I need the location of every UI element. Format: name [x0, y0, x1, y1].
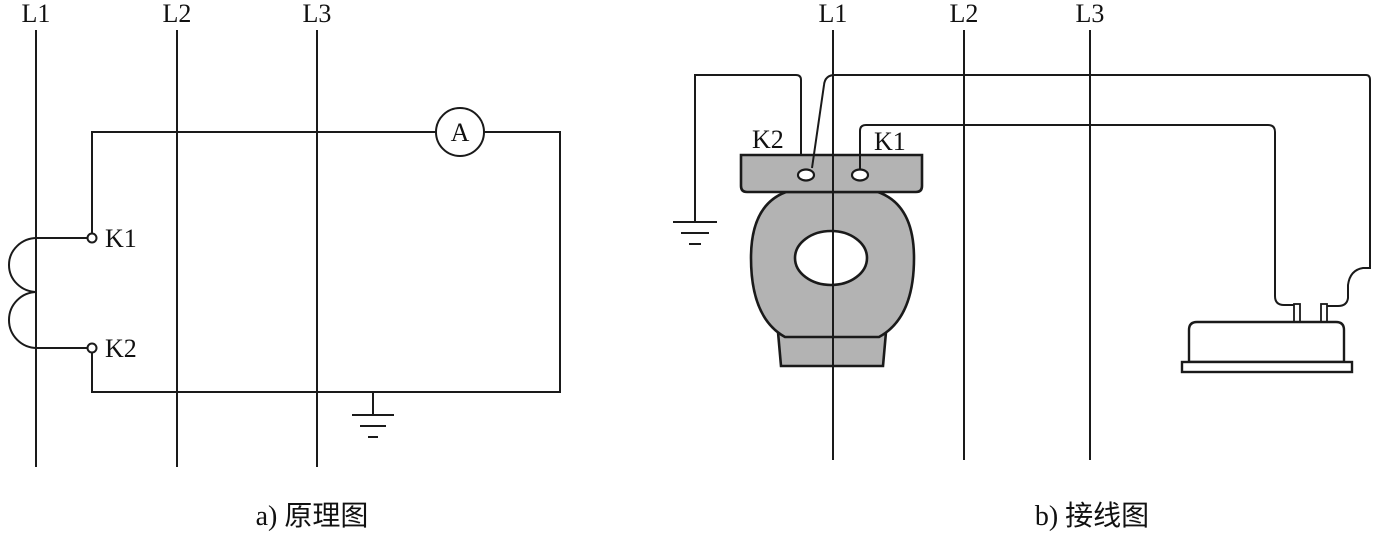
wiring-panel: L1 L2 L3 K2 K1 [673, 0, 1371, 532]
terminal-k2-dot [86, 342, 98, 354]
ct-secondary-coil [8, 237, 92, 349]
current-transformer [739, 153, 924, 368]
wire-k2-to-ground [694, 74, 802, 222]
terminal-k2-label-wiring: K2 [752, 125, 784, 154]
meter-base [1180, 360, 1354, 374]
ammeter-symbol [435, 107, 485, 157]
terminal-k2-label: K2 [105, 334, 137, 363]
caption-wiring: b) 接线图 [1035, 500, 1149, 532]
terminal-k1-dot [86, 232, 98, 244]
ground-symbol-wiring [673, 221, 717, 245]
ct-terminal-plate [739, 153, 924, 194]
terminal-k1-hole [850, 168, 870, 182]
ammeter-label: A [451, 118, 470, 147]
phase-label-l1-wiring: L1 [819, 0, 848, 28]
schematic-panel: L1 L2 L3 K1 K2 A a) 原理图 [8, 0, 561, 532]
terminal-k1-label-wiring: K1 [874, 127, 906, 156]
meter-terminal-right [1320, 303, 1328, 323]
panel-meter [1180, 303, 1354, 374]
meter-housing [1187, 320, 1346, 364]
wire-k2-to-meter [811, 74, 1371, 307]
meter-terminal-left [1293, 303, 1301, 323]
phase-label-l3-wiring: L3 [1076, 0, 1105, 28]
phase-label-l2-wiring: L2 [950, 0, 979, 28]
wire-ammeter-return [91, 131, 561, 393]
phase-label-l2: L2 [163, 0, 192, 28]
phase-label-l3: L3 [303, 0, 332, 28]
terminal-k1-label: K1 [105, 224, 137, 253]
phase-label-l1: L1 [22, 0, 51, 28]
wire-k1-to-ammeter [91, 131, 436, 234]
wire-k1-to-meter [859, 124, 1297, 306]
terminal-k2-hole [796, 168, 816, 182]
caption-schematic: a) 原理图 [256, 501, 369, 532]
ct-window [793, 229, 869, 287]
ground-symbol-schematic [352, 392, 394, 438]
